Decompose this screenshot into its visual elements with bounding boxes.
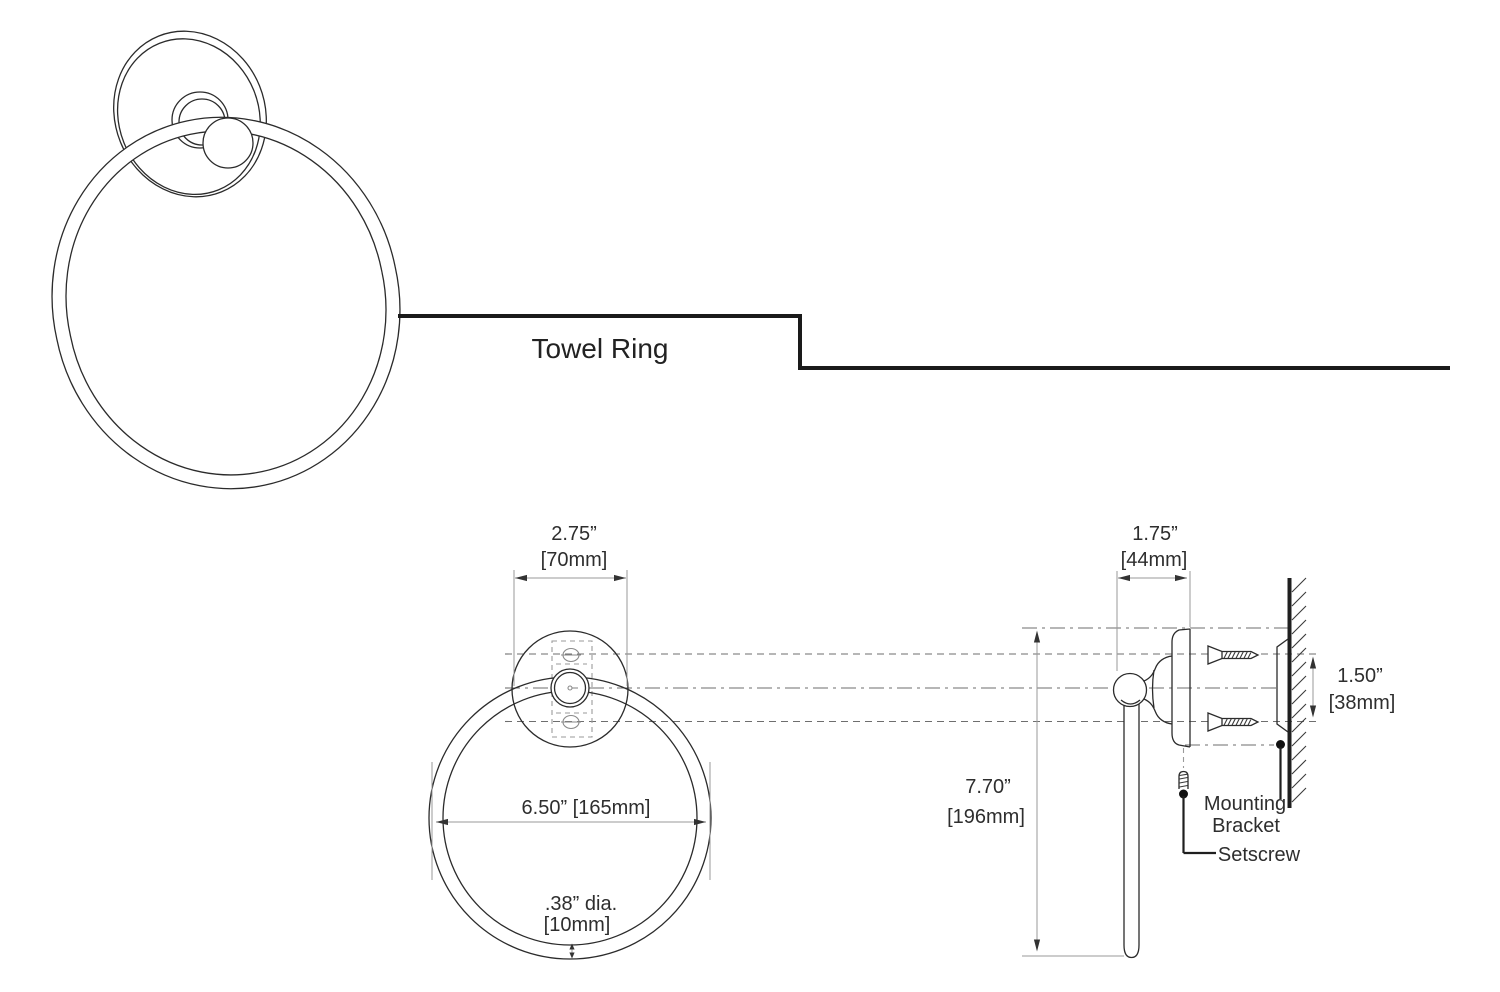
mounting-bracket-label-line2: Bracket xyxy=(1212,815,1280,837)
dim-bracket-height: 1.50” [38mm] xyxy=(1309,656,1396,718)
post-side xyxy=(1143,655,1173,725)
mounting-bracket-label-line1: Mounting xyxy=(1204,793,1286,815)
screw-side-bottom xyxy=(1207,712,1260,732)
dim-projection-depth: 1.75” [44mm] xyxy=(1116,523,1191,671)
mounting-bracket-callout: Mounting Bracket xyxy=(1204,740,1286,837)
dim-overall-height: 7.70” [196mm] xyxy=(947,630,1124,957)
dimensions: 2.75” [70mm] 6.50” [165mm] .38” dia. [10… xyxy=(431,523,1396,959)
isometric-view xyxy=(51,30,401,490)
front-view xyxy=(428,630,712,960)
tube-diameter-inches: .38” dia. xyxy=(545,893,617,915)
wall-section xyxy=(1287,577,1307,808)
screw-side-top xyxy=(1207,645,1260,665)
bracket-height-mm: [38mm] xyxy=(1329,692,1396,714)
plate-width-mm: [70mm] xyxy=(541,549,608,571)
title-step-rule xyxy=(398,314,1450,370)
ring-iso xyxy=(51,116,401,490)
ball-joint-iso xyxy=(202,117,254,169)
wall-plate-iso xyxy=(113,30,267,198)
dim-ring-inner-diameter: 6.50” [165mm] xyxy=(431,762,711,880)
screw-front-bottom xyxy=(561,714,581,730)
setscrew-glyph xyxy=(1178,770,1189,789)
overall-height-mm: [196mm] xyxy=(947,806,1025,828)
ball-joint-front xyxy=(550,668,590,708)
ball-joint-side xyxy=(1112,672,1148,708)
bracket-height-inches: 1.50” xyxy=(1337,665,1383,687)
wall-mounting-bracket-side xyxy=(1276,638,1289,733)
screw-front-top xyxy=(561,647,581,663)
page-title: Towel Ring xyxy=(532,333,669,364)
ring-inner-diameter-label: 6.50” [165mm] xyxy=(522,797,651,819)
dim-plate-width: 2.75” [70mm] xyxy=(513,523,628,686)
overall-height-inches: 7.70” xyxy=(965,776,1011,798)
dim-tube-diameter: .38” dia. [10mm] xyxy=(544,893,617,959)
setscrew-callout: Setscrew xyxy=(1178,748,1301,866)
projection-depth-inches: 1.75” xyxy=(1132,523,1178,545)
backplate-side xyxy=(1171,628,1191,748)
setscrew-label: Setscrew xyxy=(1218,844,1301,866)
alignment-lines xyxy=(505,627,1318,746)
tube-diameter-mm: [10mm] xyxy=(544,914,611,936)
wall-hatching xyxy=(1291,577,1307,803)
plate-width-inches: 2.75” xyxy=(551,523,597,545)
projection-depth-mm: [44mm] xyxy=(1121,549,1188,571)
title-block: Towel Ring xyxy=(398,314,1450,370)
mounting-bracket-hidden-outline xyxy=(551,640,593,738)
side-view: Mounting Bracket Setscrew xyxy=(1112,577,1307,959)
ring-tube-side xyxy=(1123,692,1140,959)
